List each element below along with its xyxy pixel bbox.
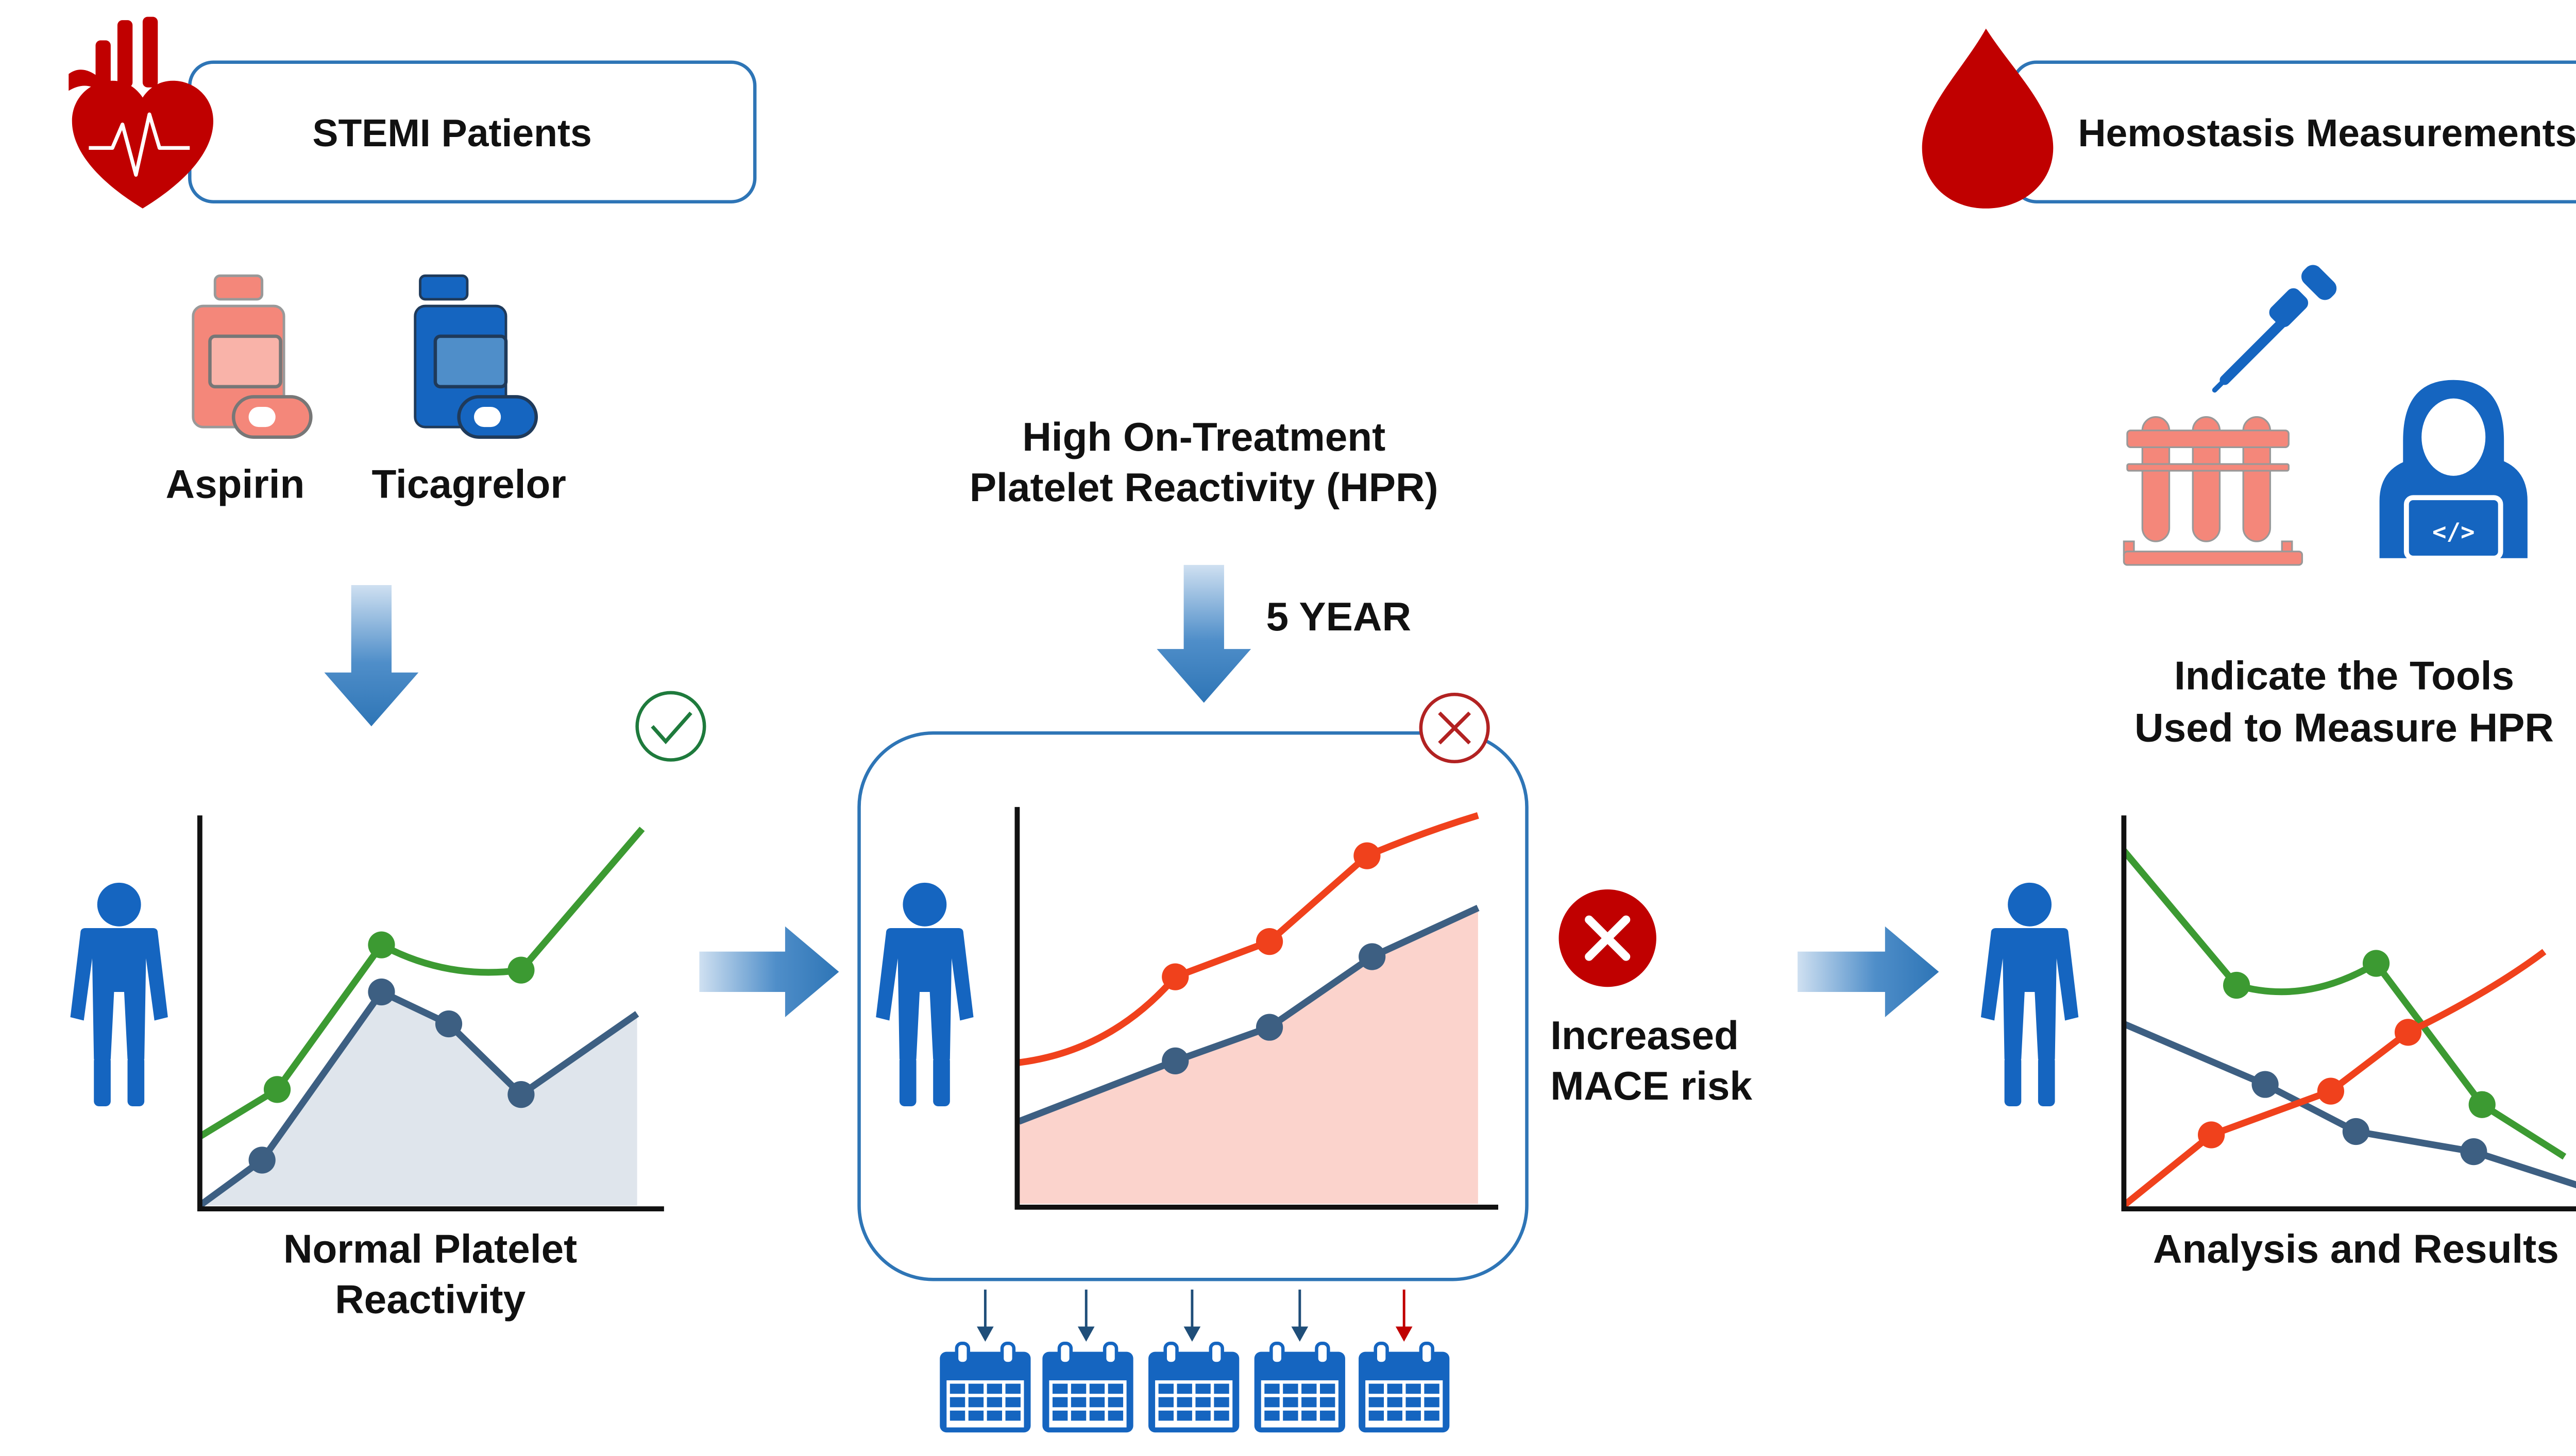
normal-chart-point: [248, 1146, 276, 1174]
analysis-chart-point: [2362, 950, 2390, 977]
technician-icon: </>: [2379, 380, 2528, 561]
analysis-chart-point: [2223, 971, 2250, 999]
hpr-chart-point: [1256, 928, 1283, 955]
tools-line2: Used to Measure HPR: [2134, 705, 2554, 750]
hpr-chart-point: [1256, 1014, 1283, 1041]
calendar-icon: [1042, 1343, 1133, 1432]
hpr-frame: [857, 731, 1529, 1281]
calendar-icon: [940, 1343, 1030, 1432]
dropper-icon: [2212, 265, 2337, 393]
normal-chart-axes: [197, 815, 664, 1212]
mace-line2: MACE risk: [1550, 1063, 1752, 1108]
check-icon: [635, 691, 706, 762]
analysis-chart-axes: [2121, 815, 2576, 1212]
hpr-chart-area: [1019, 907, 1478, 1204]
stemi-label: STEMI Patients: [312, 111, 591, 155]
normal-chart-point: [263, 1076, 291, 1103]
analysis-chart-point: [2198, 1121, 2225, 1149]
analysis-chart-point: [2468, 1091, 2496, 1118]
analysis-chart-point: [2342, 1118, 2370, 1145]
normal-chart-point: [507, 956, 535, 984]
calendar-icon: [1148, 1343, 1239, 1432]
hpr-chart-point: [1162, 963, 1189, 990]
svg-text:</>: </>: [2432, 518, 2475, 545]
arrow-icon: [1798, 926, 1939, 1017]
normal-chart-point: [368, 931, 395, 958]
analysis-chart: [2121, 815, 2576, 1212]
hpr-chart-point: [1353, 842, 1381, 869]
calendar-icon: [1255, 1343, 1345, 1432]
person-icon: [70, 882, 168, 1106]
arrow-icon: [324, 585, 419, 727]
hpr-chart: [1014, 807, 1499, 1210]
analysis-chart-series-green: [2121, 848, 2567, 1160]
analysis-chart-point: [2460, 1138, 2487, 1166]
duration-label: 5 YEAR: [1266, 594, 1412, 639]
normal-chart-point: [507, 1081, 535, 1108]
normal-line2: Reactivity: [335, 1277, 526, 1322]
cross-icon: [1558, 889, 1656, 987]
timeline-arrow: [977, 1289, 1309, 1342]
heart-icon: [69, 16, 214, 209]
person-icon: [876, 882, 974, 1106]
analysis-label: Analysis and Results: [2153, 1226, 2559, 1272]
pill-bottle-icon: [414, 274, 538, 439]
analysis-chart-point: [2394, 1019, 2422, 1046]
hpr-title-line1: High On-Treatment: [1022, 414, 1385, 459]
normal-chart-area: [199, 992, 637, 1206]
ticagrelor-label: Ticagrelor: [372, 461, 566, 506]
hemostasis-label: Hemostasis Measurements: [2078, 111, 2576, 155]
analysis-chart-series-slate: [2122, 1021, 2576, 1189]
normal-chart-point: [435, 1010, 463, 1038]
normal-chart-point: [368, 978, 395, 1006]
hpr-chart-point: [1359, 943, 1386, 970]
arrow-icon: [699, 926, 839, 1017]
mace-line1: Increased: [1550, 1013, 1739, 1058]
hpr-title-line2: Platelet Reactivity (HPR): [970, 465, 1438, 510]
cross-icon: [1419, 692, 1490, 764]
pill-bottle-icon: [192, 274, 313, 439]
person-icon: [1980, 882, 2079, 1106]
timeline-arrow: [1395, 1289, 1413, 1342]
hpr-chart-point: [1162, 1047, 1189, 1074]
analysis-chart-point: [2251, 1071, 2279, 1098]
normal-line1: Normal Platelet: [283, 1226, 577, 1272]
aspirin-label: Aspirin: [166, 461, 305, 506]
normal-chart: [197, 815, 664, 1212]
tools-line1: Indicate the Tools: [2174, 653, 2514, 698]
arrow-icon: [1157, 564, 1251, 703]
calendar-timeline: [940, 1289, 1449, 1432]
blood-drop-icon: [1922, 28, 2054, 209]
hpr-chart-axes: [1014, 807, 1499, 1210]
analysis-chart-point: [2317, 1077, 2345, 1105]
calendar-icon: [1359, 1343, 1449, 1432]
test-tubes-icon: [2123, 416, 2303, 566]
